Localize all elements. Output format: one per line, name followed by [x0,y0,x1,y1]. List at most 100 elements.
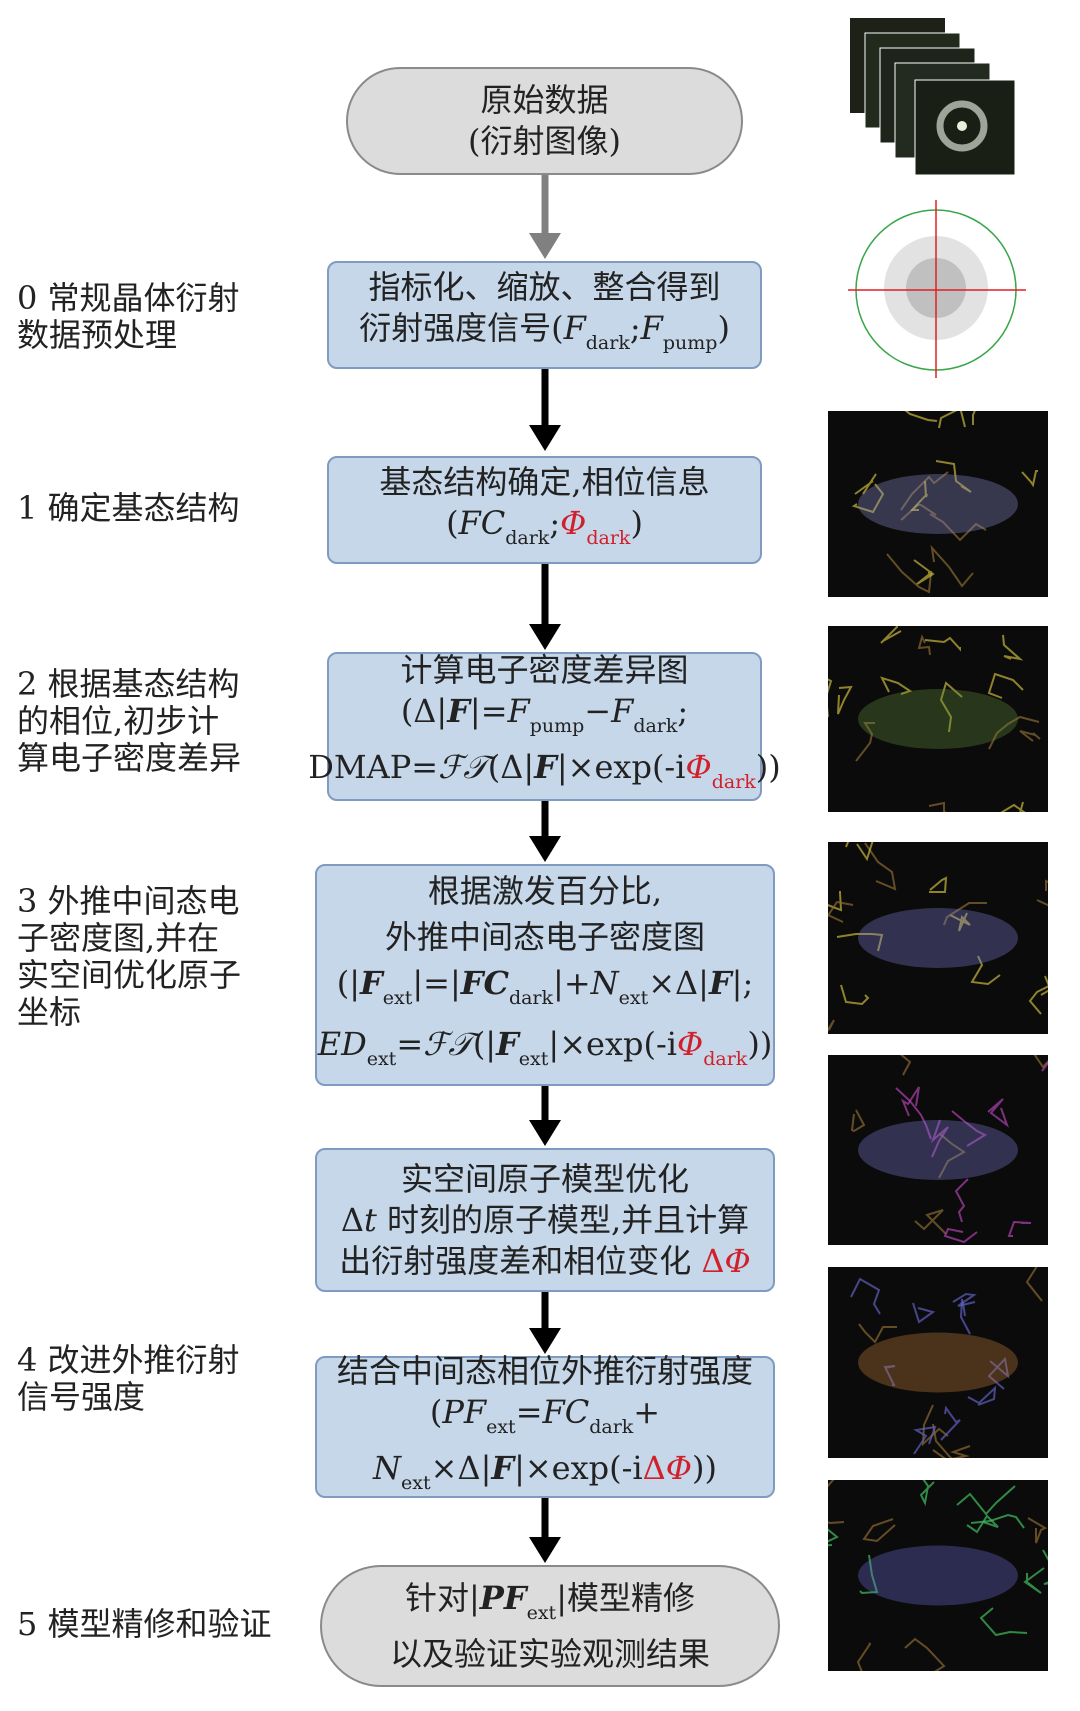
text-segment: F [534,748,557,786]
stage-label-3: 3 外推中间态电 子密度图,并在 实空间优化原子 坐标 [17,882,242,1031]
subscript-text: ext [526,1601,557,1624]
text-segment: F [491,1448,515,1487]
subscript-text: ext [518,1048,549,1070]
text-segment: 针对| [405,1578,480,1617]
step-difference-map: 计算电子密度差异图(Δ|F|=Fpump−Fdark;DMAP=ℱ𝒯(Δ|F|×… [308,650,781,801]
electron-density-thumbnail [828,411,1048,597]
subscript-text: pump [662,331,718,354]
text-segment: ) [630,503,643,542]
text-segment: F [611,692,634,730]
text-segment: F [360,964,383,1002]
subscript-text: dark [586,526,631,549]
text-segment: |模型精修 [556,1578,695,1617]
text-line: 计算电子密度差异图 [400,650,688,691]
text-line: 实空间原子模型优化 [401,1159,689,1200]
text-segment: Φ [665,1448,692,1487]
text-segment: Δ [340,1200,364,1239]
subscript-text: dark [703,1048,748,1070]
electron-density-thumbnail [828,1480,1048,1671]
text-line: 基态结构确定,相位信息 [379,462,709,503]
text-segment: N [590,964,619,1002]
text-line: Next×Δ|F|×exp(-iΔΦ)) [373,1448,717,1504]
text-segment: 根据激发百分比, [427,872,663,910]
arrow-head [529,1537,561,1563]
text-segment: F [708,964,732,1002]
text-segment: F [640,308,663,347]
text-segment: = [396,1025,424,1063]
text-segment: Δ [642,1448,666,1487]
stage-label-2: 2 根据基态结构 的相位,初步计 算电子密度差异 [17,665,242,777]
text-line: 外推中间态电子密度图 [385,914,705,960]
text-segment: ; [629,308,641,347]
text-line: DMAP=ℱ𝒯(Δ|F|×exp(-iΦdark)) [308,747,781,803]
text-segment: t [363,1200,377,1239]
text-segment: ×Δ| [648,964,709,1002]
text-segment: (Δ| [487,748,535,786]
text-segment: F [447,692,470,730]
text-line: 原始数据 [480,80,608,121]
electron-density-thumbnail [828,842,1048,1034]
text-segment: F [563,308,586,347]
text-segment: |; [731,964,754,1002]
step-ground-state: 基态结构确定,相位信息(FCdark;Φdark) [327,456,762,564]
text-segment: |+ [553,964,591,1002]
text-segment: FC [542,1392,590,1431]
subscript-text: ext [401,1471,431,1494]
subscript-text: dark [711,771,756,793]
text-segment: |=| [412,964,461,1002]
text-segment: Φ [677,1025,704,1063]
text-segment: (Δ| [400,692,448,730]
stage-label-0: 0 常规晶体衍射 数据预处理 [17,279,240,354]
text-segment: (衍射图像) [468,122,621,160]
subscript-text: dark [633,715,678,737]
step-raw-data: 原始数据(衍射图像) [346,67,743,175]
text-segment: FC [460,964,509,1002]
text-segment: 基态结构确定,相位信息 [379,462,710,501]
text-line: 指标化、缩放、整合得到 [368,267,720,308]
step-indexing: 指标化、缩放、整合得到衍射强度信号(Fdark;Fpump) [327,261,762,369]
text-segment: 结合中间态相位外推衍射强度 [336,1351,753,1390]
electron-density-thumbnail [828,1055,1048,1245]
text-segment: (| [336,964,361,1002]
text-segment: ( [446,503,459,542]
arrow-head [529,1120,561,1146]
text-line: 针对|PFext|模型精修 [405,1578,695,1634]
text-segment: 外推中间态电子密度图 [384,918,705,956]
text-line: 衍射强度信号(Fdark;Fpump) [359,308,730,364]
arrow-head [529,1328,561,1354]
diffraction-image-stack [850,18,1015,175]
text-segment: )) [747,1025,773,1063]
text-segment: PF [479,1578,527,1617]
text-line: 结合中间态相位外推衍射强度 [337,1351,753,1392]
subscript-text: ext [486,1415,516,1438]
arrow-head [529,624,561,650]
text-segment: Δ [701,1241,725,1280]
text-segment: ) [717,308,730,347]
text-segment: 出衍射强度差和相位变化 [339,1241,702,1280]
text-line: 以及验证实验观测结果 [390,1634,710,1675]
text-segment: |×exp(-i [514,1448,643,1487]
reciprocal-lattice-plot [848,200,1031,378]
subscript-text: pump [529,715,585,737]
text-segment: (| [472,1025,497,1063]
stage-label-5: 5 模型精修和验证 [17,1605,272,1643]
text-segment: 衍射强度信号( [359,308,564,347]
subscript-text: dark [585,331,630,354]
subscript-text: dark [508,987,554,1009]
text-line: Δt 时刻的原子模型,并且计算 [341,1200,749,1241]
text-segment: PF [442,1392,487,1431]
text-segment: |= [469,692,508,730]
arrow-head [529,233,561,259]
text-segment: 原始数据 [480,81,609,119]
text-line: 出衍射强度差和相位变化 ΔΦ [339,1241,751,1282]
text-segment: − [584,692,612,730]
text-line: (Δ|F|=Fpump−Fdark; [401,691,688,747]
text-segment: |×exp(-i [556,748,686,786]
text-line: (FCdark;Φdark) [446,503,643,559]
subscript-text: dark [505,526,550,549]
subscript-text: ext [366,1048,397,1070]
text-segment: 时刻的原子模型,并且计算 [376,1200,750,1239]
text-segment: )) [692,1448,717,1487]
